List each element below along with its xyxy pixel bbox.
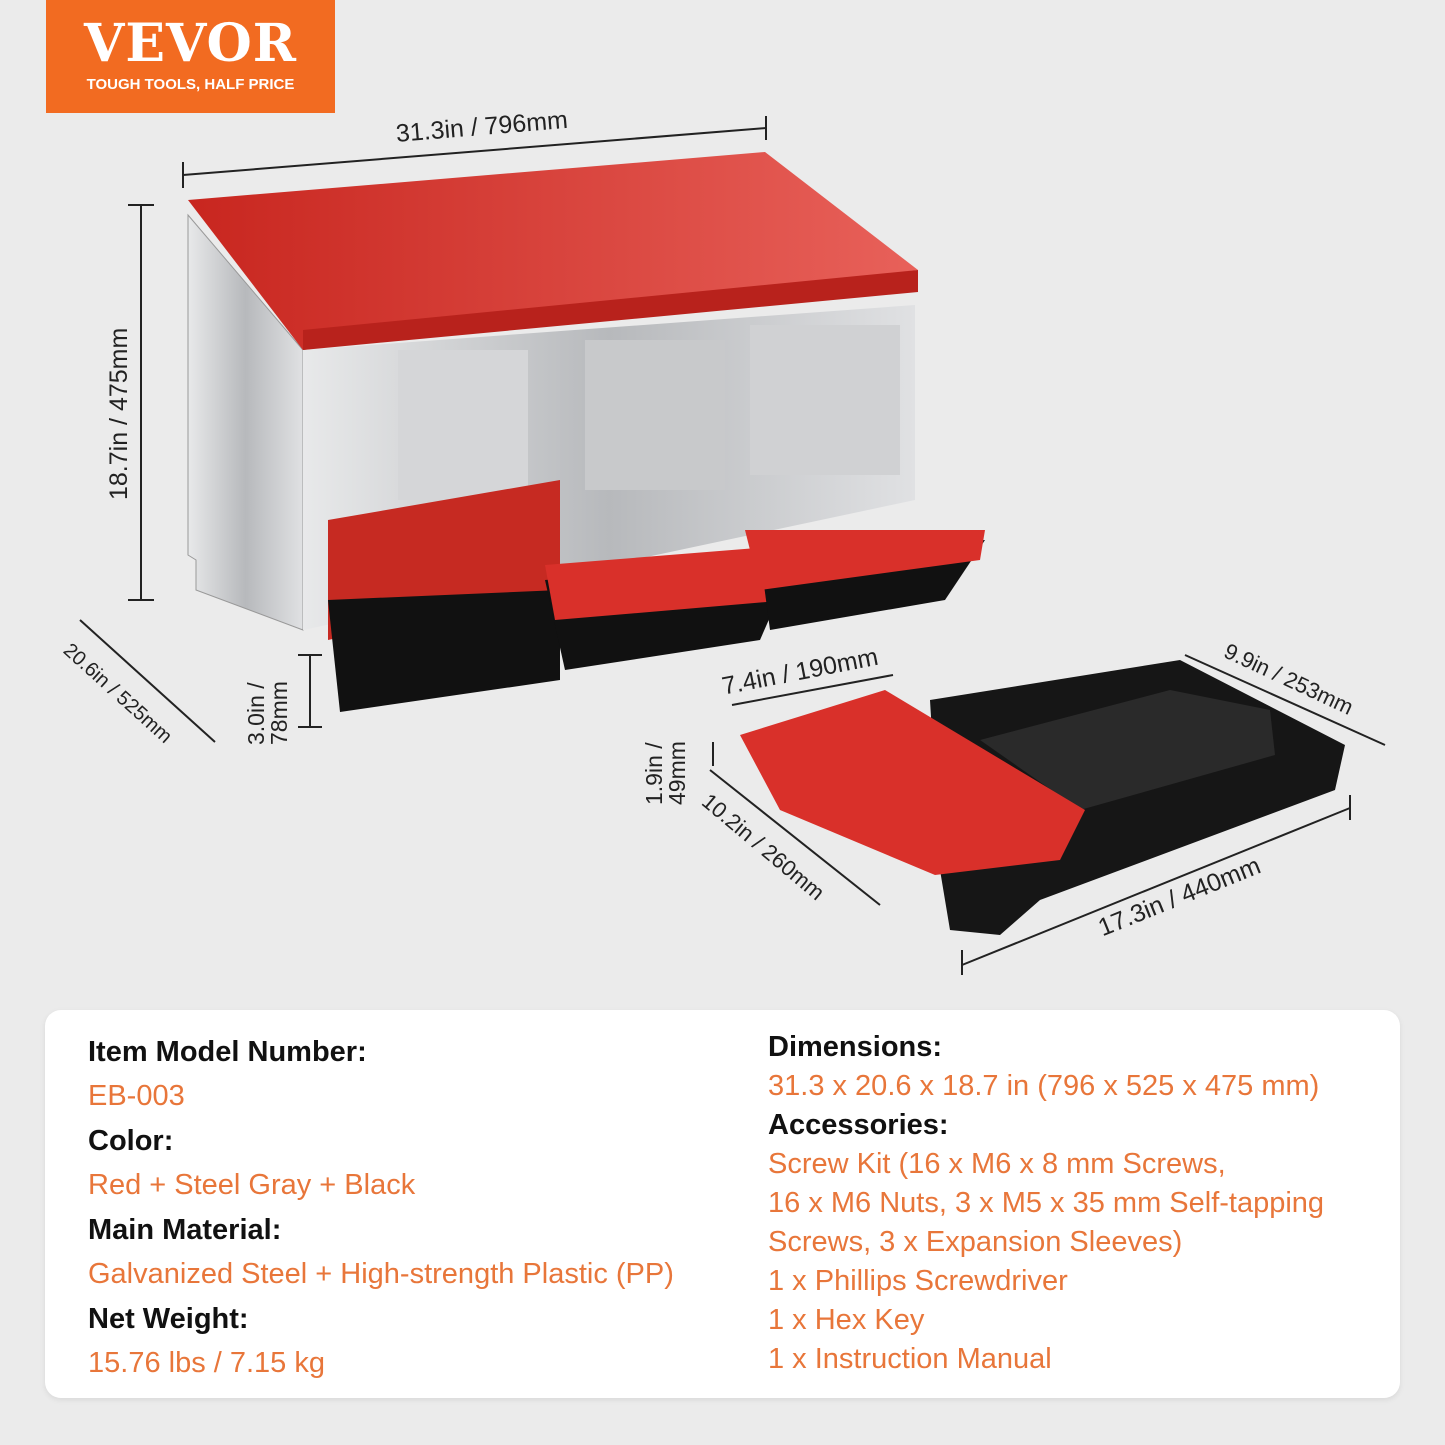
spec-value-color: Red + Steel Gray + Black	[88, 1169, 416, 1201]
spec-value-model: EB-003	[88, 1080, 185, 1112]
dim-box-height: 1.9in / 49mm	[641, 741, 690, 805]
nest-box	[187, 152, 985, 712]
logo-tagline: TOUGH TOOLS, HALF PRICE	[86, 76, 295, 93]
accessory-line: 1 x Hex Key	[768, 1304, 925, 1336]
accessory-line: 1 x Instruction Manual	[768, 1343, 1052, 1375]
accessory-line: 1 x Phillips Screwdriver	[768, 1265, 1068, 1297]
spec-label-color: Color:	[88, 1125, 174, 1157]
spec-label-material: Main Material:	[88, 1214, 282, 1246]
spec-label-model: Item Model Number:	[88, 1036, 367, 1068]
spec-label-accessories: Accessories:	[768, 1109, 949, 1141]
accessory-line: Screw Kit (16 x M6 x 8 mm Screws,	[768, 1148, 1226, 1180]
logo-brand: VEVOR	[84, 13, 297, 74]
dimension-lines	[79, 116, 1386, 975]
spec-value-weight: 15.76 lbs / 7.15 kg	[88, 1347, 325, 1379]
spec-value-material: Galvanized Steel + High-strength Plastic…	[88, 1258, 674, 1290]
nest-tray	[740, 660, 1345, 935]
specs-card: Item Model Number: EB-003 Color: Red + S…	[45, 1010, 1400, 1398]
specs-right: Dimensions: 31.3 x 20.6 x 18.7 in (796 x…	[768, 1028, 1324, 1379]
accessory-line: 16 x M6 Nuts, 3 x M5 x 35 mm Self-tappin…	[768, 1187, 1325, 1219]
product-illustration	[79, 116, 1386, 975]
accessory-line: Screws, 3 x Expansion Sleeves)	[768, 1226, 1183, 1258]
dim-height: 18.7in / 475mm	[105, 327, 133, 500]
vevor-logo: VEVOR TOUGH TOOLS, HALF PRICE	[46, 0, 335, 113]
spec-label-weight: Net Weight:	[88, 1303, 249, 1335]
specs-left: Item Model Number: EB-003 Color: Red + S…	[88, 1030, 674, 1386]
dim-tray-height: 3.0in / 78mm	[243, 681, 292, 745]
spec-value-dimensions: 31.3 x 20.6 x 18.7 in (796 x 525 x 475 m…	[768, 1070, 1320, 1102]
spec-label-dimensions: Dimensions:	[768, 1031, 943, 1063]
